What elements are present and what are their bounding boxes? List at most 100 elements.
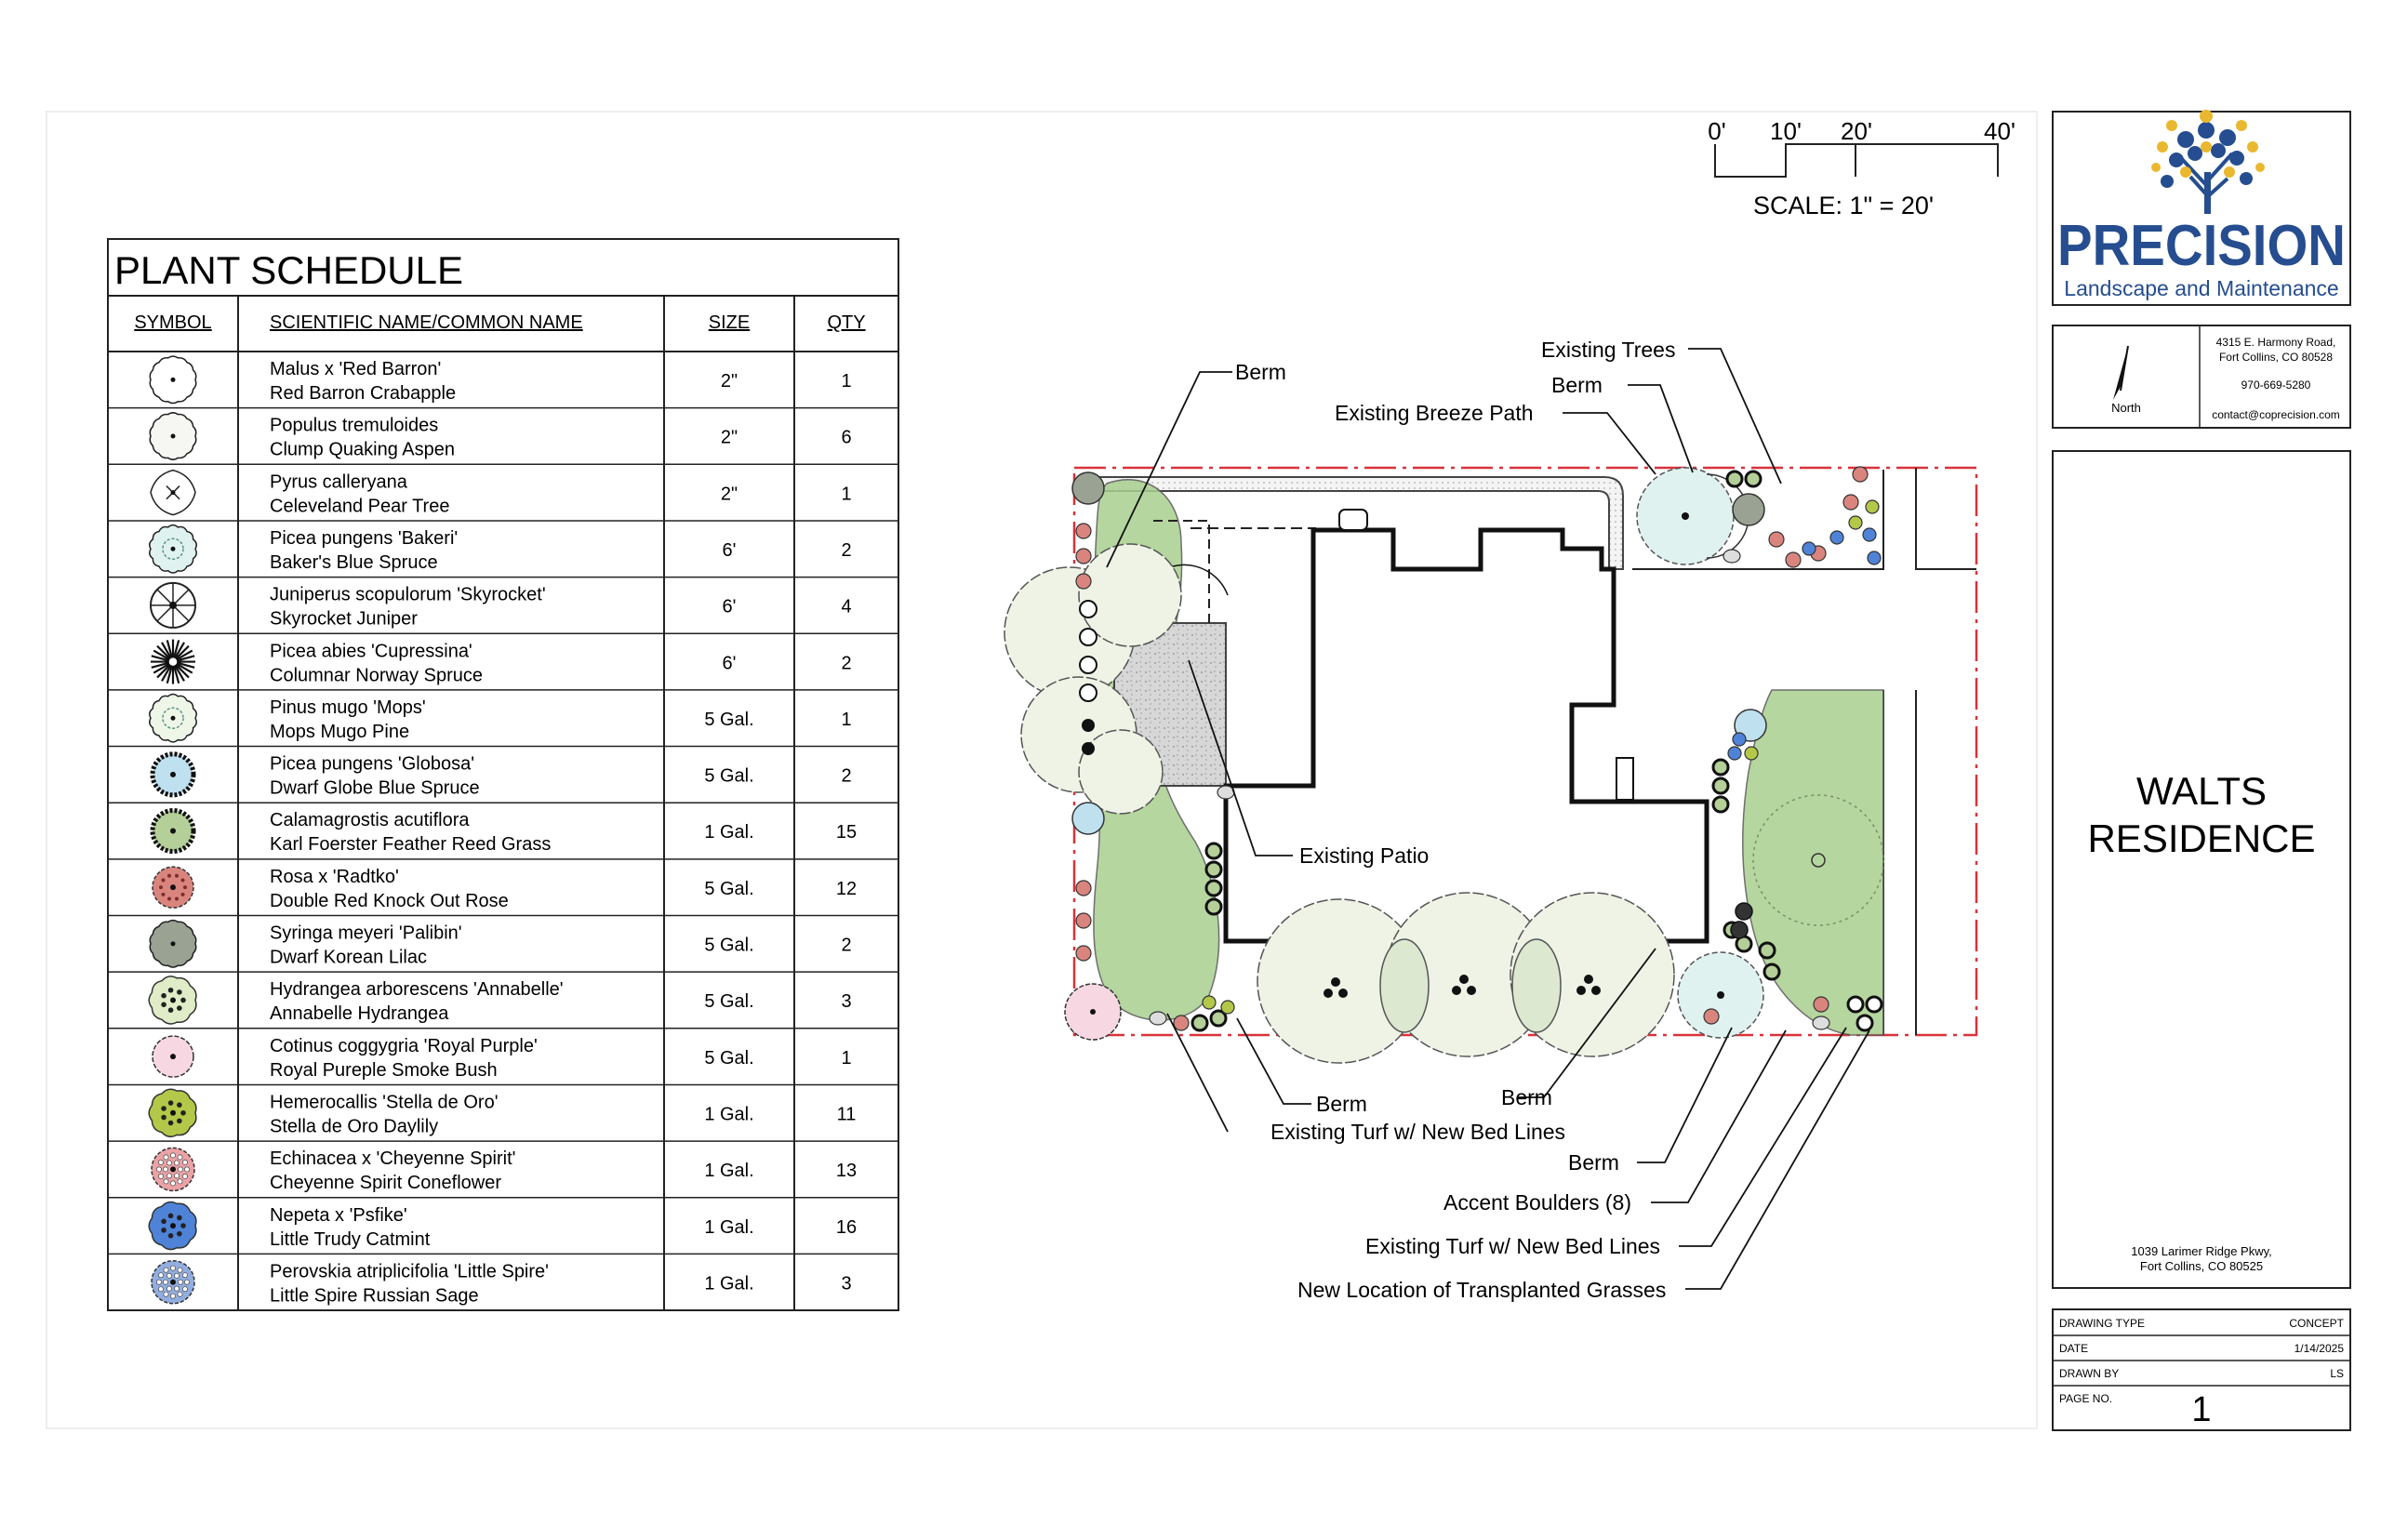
catmint-symbol-icon [148, 1201, 197, 1251]
schedule-row: Picea pungens 'Globosa' Dwarf Globe Blue … [108, 745, 898, 799]
plant-size: 2" [721, 371, 738, 392]
plant-schedule: PLANT SCHEDULE SYMBOL SCIENTIFIC NAME/CO… [107, 238, 899, 1311]
schedule-row: Rosa x 'Radtko' Double Red Knock Out Rose… [108, 858, 898, 911]
date-value: 1/14/2025 [2295, 1342, 2345, 1355]
plant-qty: 3 [841, 991, 851, 1012]
plant-size: 1 Gal. [704, 1161, 753, 1181]
scale-label: SCALE: 1" = 20' [1753, 192, 1934, 219]
plant-qty: 2 [841, 766, 851, 787]
scientific-name: Picea pungens 'Globosa' [270, 754, 474, 775]
label-transplanted-grasses: New Location of Transplanted Grasses [1297, 1278, 1666, 1302]
schedule-row: Perovskia atriplicifolia 'Little Spire'L… [108, 1253, 898, 1306]
common-name: Karl Foerster Feather Reed Grass [270, 834, 551, 855]
scientific-name: Malus x 'Red Barron' [270, 359, 441, 379]
project-title-line2: RESIDENCE [2087, 816, 2315, 860]
label-berm-s2: Berm [1501, 1085, 1552, 1109]
schedule-header-size: SIZE [709, 312, 750, 333]
plant-qty: 2 [841, 540, 851, 561]
scientific-name: Pinus mugo 'Mops' [270, 697, 426, 718]
plant-size: 5 Gal. [704, 766, 753, 787]
scientific-name: Hemerocallis 'Stella de Oro' [270, 1092, 499, 1112]
schedule-frame [107, 238, 899, 1311]
north-label: North [2111, 401, 2141, 415]
schedule-header-name: SCIENTIFIC NAME/COMMON NAME [270, 312, 583, 333]
scale-tick-40: 40' [1984, 117, 2015, 145]
scientific-name: Populus tremuloides [270, 416, 438, 436]
common-name: Red Barron Crabapple [270, 383, 456, 404]
common-name: Celeveland Pear Tree [270, 496, 449, 516]
globe-spruce-symbol-icon [150, 751, 196, 798]
project-box [2052, 450, 2351, 1289]
common-name: Dwarf Globe Blue Spruce [270, 778, 480, 799]
schedule-row: Syringa meyeri 'Palibin'Dwarf Korean Lil… [108, 914, 898, 968]
common-name: Clump Quaking Aspen [270, 440, 455, 460]
common-name: Double Red Knock Out Rose [270, 891, 509, 911]
plant-size: 1 Gal. [704, 1273, 753, 1294]
plant-size: 5 Gal. [704, 879, 753, 899]
project-title-line1: WALTS [2136, 769, 2267, 813]
scientific-name: Rosa x 'Radtko' [270, 867, 399, 887]
south-tree-canopies [1257, 892, 1675, 1064]
project-address-2: Fort Collins, CO 80525 [2140, 1259, 2263, 1273]
scientific-name: Pyrus calleryana [270, 471, 408, 492]
scale-bar: 0' 10' 20' 40' SCALE: 1" = 20' [1708, 117, 2015, 219]
page-no-value: 1 [2191, 1390, 2211, 1429]
common-name: Skyrocket Juniper [270, 609, 418, 630]
plant-qty: 11 [837, 1104, 857, 1124]
label-berm-se: Berm [1568, 1150, 1619, 1175]
norway-spruce-symbol-icon [151, 639, 195, 684]
plant-size: 1 Gal. [704, 1104, 753, 1124]
mugo-pine-symbol-icon [149, 693, 197, 743]
plant-size: 6' [723, 597, 737, 617]
company-address-1: 4315 E. Harmony Road, [2216, 336, 2336, 349]
label-existing-patio: Existing Patio [1299, 843, 1429, 868]
common-name: Baker's Blue Spruce [270, 552, 438, 573]
scientific-name: Picea abies 'Cupressina' [270, 641, 472, 661]
label-existing-trees: Existing Trees [1541, 338, 1675, 362]
plant-qty: 12 [836, 879, 857, 899]
plan-labels: Berm Existing Trees Berm Existing Breeze… [1235, 338, 1675, 1302]
plant-qty: 2 [841, 936, 851, 956]
label-berm-s1: Berm [1316, 1092, 1367, 1116]
common-name: Stella de Oro Daylily [270, 1116, 438, 1136]
smoke-bush-symbol-icon [152, 1035, 194, 1078]
scientific-name: Hydrangea arborescens 'Annabelle' [270, 979, 564, 1000]
sheet-border [46, 111, 2038, 1429]
plant-markers [1071, 466, 1883, 1032]
scientific-name: Syringa meyeri 'Palibin' [270, 923, 462, 944]
schedule-row: Hydrangea arborescens 'Annabelle'Annabel… [108, 971, 898, 1025]
drawing-type-value: CONCEPT [2289, 1317, 2344, 1330]
scientific-name: Juniperus scopulorum 'Skyrocket' [270, 585, 546, 605]
blue-spruce-symbol-icon [149, 524, 197, 574]
drawn-by-value: LS [2330, 1367, 2344, 1380]
leader-lines [1106, 348, 1870, 1290]
crabapple-symbol-icon [149, 355, 197, 405]
title-block: PRECISION Landscape and Maintenance Nort… [2052, 110, 2351, 1431]
scale-tick-10: 10' [1770, 117, 1802, 145]
schedule-rows: Malus x 'Red Barron' Red Barron Crabapple… [108, 355, 898, 1306]
schedule-header-qty: QTY [827, 312, 865, 333]
label-berm-ne: Berm [1551, 373, 1603, 397]
schedule-row: Echinacea x 'Cheyenne Spirit'Cheyenne Sp… [108, 1140, 898, 1193]
hydrangea-symbol-icon [148, 976, 197, 1025]
plant-qty: 1 [841, 371, 851, 392]
scientific-name: Calamagrostis acutiflora [270, 810, 470, 830]
plant-qty: 16 [836, 1217, 857, 1238]
company-tagline: Landscape and Maintenance [2064, 276, 2338, 300]
plant-size: 1 Gal. [704, 1217, 753, 1238]
plant-size: 5 Gal. [704, 991, 753, 1012]
schedule-row: Picea pungens 'Bakeri'Baker's Blue Spruc… [108, 520, 898, 574]
label-turf-sw: Existing Turf w/ New Bed Lines [1270, 1120, 1565, 1144]
drawing-type-label: DRAWING TYPE [2059, 1317, 2145, 1330]
common-name: Mops Mugo Pine [270, 722, 409, 742]
project-address-1: 1039 Larimer Ridge Pkwy, [2131, 1244, 2272, 1258]
common-name: Columnar Norway Spruce [270, 665, 483, 685]
common-name: Little Trudy Catmint [270, 1229, 431, 1250]
property-line [1072, 466, 1978, 1037]
plant-qty: 3 [841, 1273, 851, 1294]
